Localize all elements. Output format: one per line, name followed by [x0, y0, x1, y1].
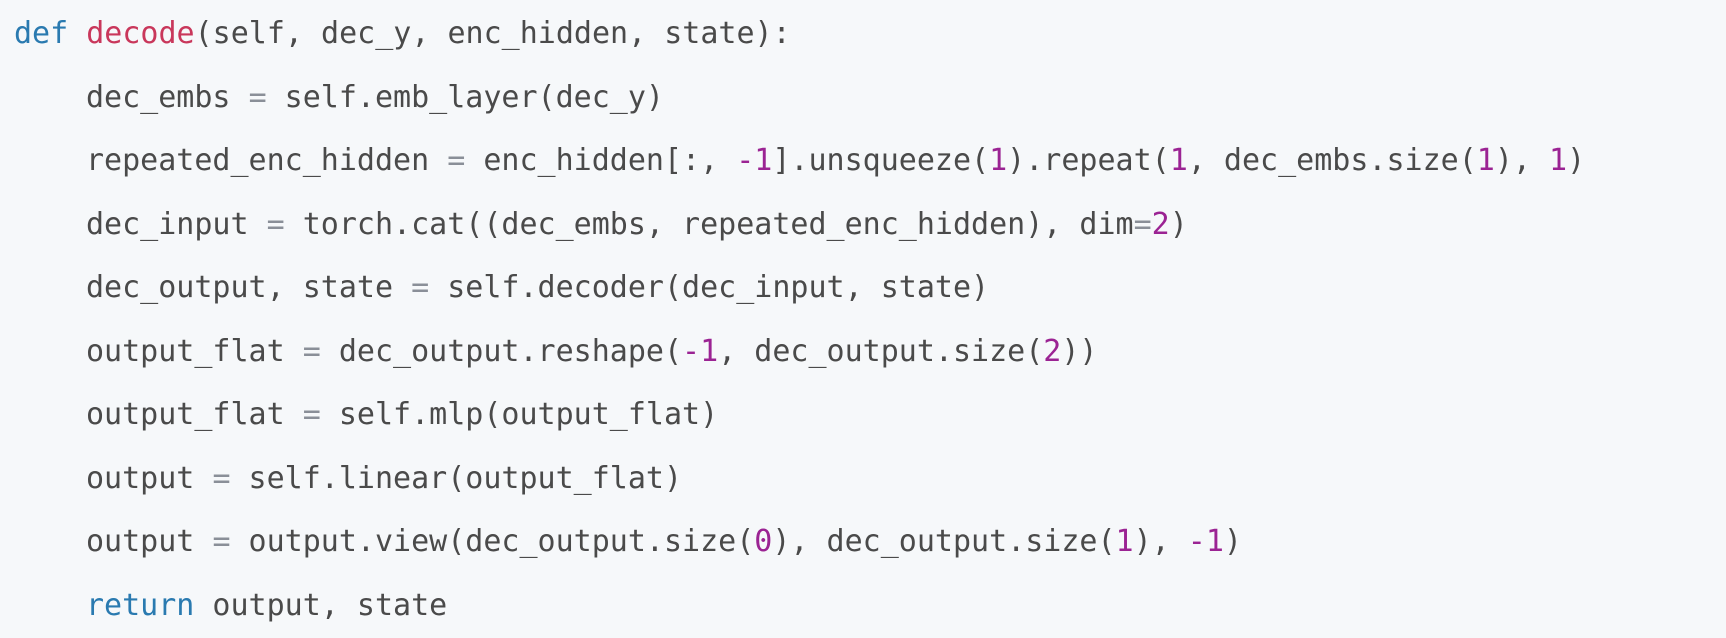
code-line: def decode(self, dec_y, enc_hidden, stat… [14, 2, 1726, 66]
code-text: output, state [194, 587, 448, 623]
code-text: output.view(dec_output.size( [230, 524, 755, 559]
code-text: output [86, 524, 213, 559]
code-line: output_flat = self.mlp(output_flat) [14, 383, 1726, 447]
code-text: dec_input [86, 206, 267, 242]
code-text: output_flat [86, 397, 303, 432]
code-text: ).repeat( [1007, 143, 1170, 178]
code-text: , dec_output.size( [718, 333, 1044, 369]
code-operator: = [447, 143, 466, 178]
code-operator: = [411, 270, 430, 305]
code-text: self.mlp(output_flat) [320, 397, 719, 432]
code-number: 2 [1151, 206, 1170, 242]
code-number: 1 [989, 143, 1008, 178]
code-text: ].unsqueeze( [772, 143, 990, 178]
code-text: repeated_enc_hidden [86, 143, 448, 178]
code-text: ) [1567, 143, 1586, 178]
code-line: dec_output, state = self.decoder(dec_inp… [14, 256, 1726, 320]
code-line: output = output.view(dec_output.size(0),… [14, 510, 1726, 574]
code-number: 0 [754, 524, 773, 559]
code-number: -1 [736, 143, 773, 178]
code-operator: = [248, 79, 267, 115]
code-text: )) [1061, 333, 1098, 369]
code-text: (self, dec_y, enc_hidden, state): [194, 16, 791, 51]
code-text: self.decoder(dec_input, state) [429, 270, 990, 305]
code-text: dec_embs [86, 79, 249, 115]
code-text: torch.cat((dec_embs, repeated_enc_hidden… [284, 206, 1134, 242]
code-number: 2 [1043, 333, 1062, 369]
code-text: ) [1223, 524, 1242, 559]
code-line: repeated_enc_hidden = enc_hidden[:, -1].… [14, 129, 1726, 193]
code-text [68, 16, 86, 51]
code-operator: = [302, 397, 321, 432]
code-operator: = [212, 524, 231, 559]
code-text: dec_output.reshape( [320, 333, 683, 369]
code-keyword: def [14, 16, 69, 51]
code-number: 1 [1549, 143, 1568, 178]
code-text: output [86, 460, 213, 496]
code-number: 1 [1115, 524, 1134, 559]
code-text: ), [1133, 524, 1188, 559]
code-operator: = [302, 333, 321, 369]
code-number: -1 [682, 333, 719, 369]
code-operator: = [266, 206, 285, 242]
code-line: dec_input = torch.cat((dec_embs, repeate… [14, 193, 1726, 257]
code-line: output = self.linear(output_flat) [14, 447, 1726, 511]
code-text: enc_hidden[:, [465, 143, 737, 178]
code-operator: = [1133, 206, 1152, 242]
code-operator: = [212, 460, 231, 496]
code-text: , dec_embs.size( [1187, 143, 1477, 178]
code-text: self.emb_layer(dec_y) [266, 79, 664, 115]
code-function-name: decode [86, 16, 195, 51]
code-text: ), [1494, 143, 1550, 178]
code-text: ), dec_output.size( [772, 524, 1116, 559]
code-line: dec_embs = self.emb_layer(dec_y) [14, 66, 1726, 130]
code-number: 1 [1476, 143, 1495, 178]
code-text: ) [1169, 206, 1188, 242]
code-number: -1 [1187, 524, 1224, 559]
code-keyword: return [86, 587, 195, 623]
code-line: return output, state [14, 574, 1726, 638]
code-text: dec_output, state [86, 270, 412, 305]
code-line: output_flat = dec_output.reshape(-1, dec… [14, 320, 1726, 384]
code-number: 1 [1169, 143, 1188, 178]
code-text: self.linear(output_flat) [230, 460, 683, 496]
code-text: output_flat [86, 333, 303, 369]
